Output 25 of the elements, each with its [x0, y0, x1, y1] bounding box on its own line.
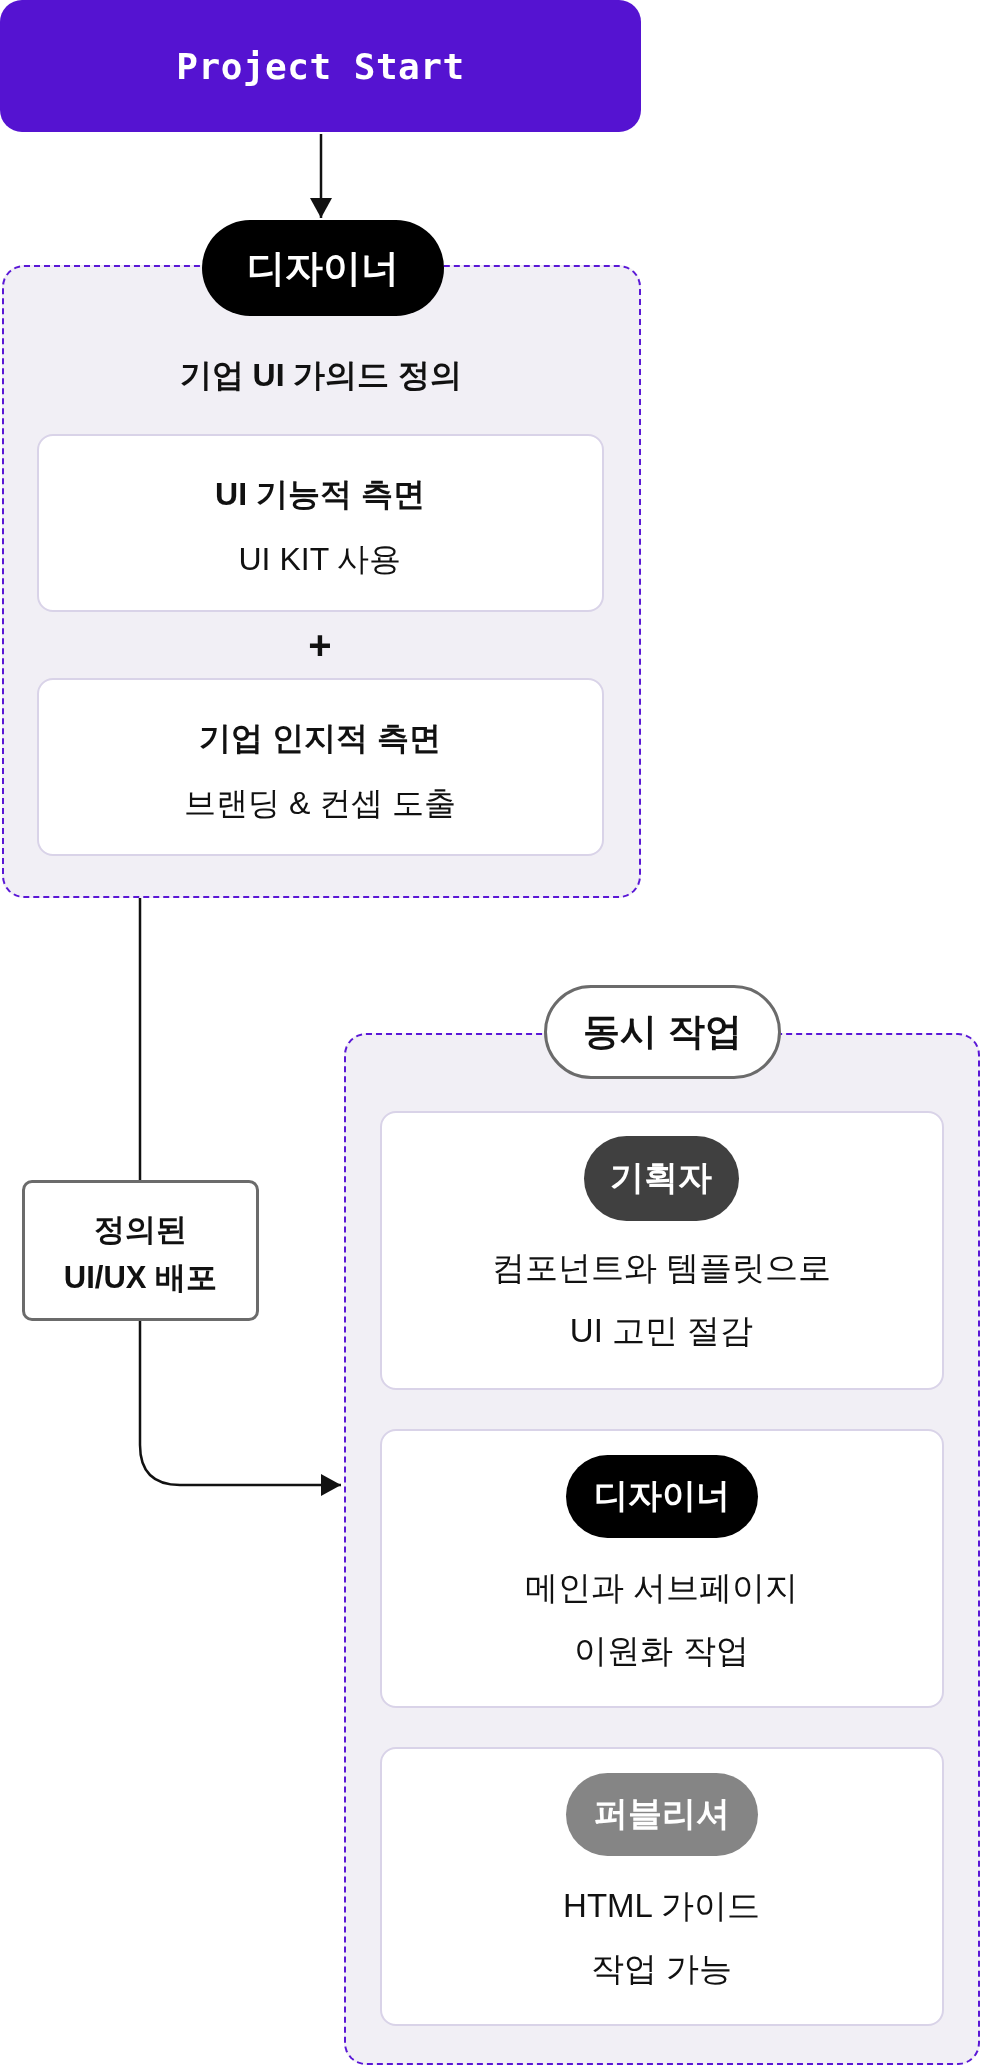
connector-line: [138, 898, 142, 1180]
start-banner: Project Start: [0, 0, 641, 132]
box-label: 정의된 UI/UX 배포: [62, 1211, 219, 1297]
card-text: UI KIT 사용: [237, 540, 403, 579]
title-badge: 동시 작업: [544, 985, 781, 1079]
card-text: 브랜딩 & 컨셉 도출: [183, 784, 457, 823]
arrow: [138, 1321, 341, 1496]
arrow: [310, 134, 332, 218]
role-badge: 기획자: [583, 1135, 739, 1221]
group-title: 기업 UI 가의드 정의: [178, 356, 464, 395]
info-card: [379, 1428, 944, 1708]
card-text: 컴포넌트와 템플릿으로 UI 고민 절감: [490, 1247, 833, 1351]
info-card: [379, 1110, 944, 1390]
card-text: HTML 가이드 작업 가능: [562, 1885, 761, 1989]
info-card: [379, 1746, 944, 2026]
info-card: [36, 677, 604, 856]
plus-sign: +: [307, 623, 333, 667]
info-card: [36, 433, 604, 612]
role-badge: 디자이너: [202, 220, 444, 316]
role-badge: 디자이너: [565, 1454, 758, 1538]
label-box: [22, 1180, 259, 1321]
card-text: 메인과 서브페이지 이원화 작업: [523, 1567, 800, 1671]
card-title: 기업 인지적 측면: [198, 719, 442, 758]
card-title: UI 기능적 측면: [214, 475, 426, 514]
role-badge: 퍼블리셔: [565, 1772, 758, 1856]
